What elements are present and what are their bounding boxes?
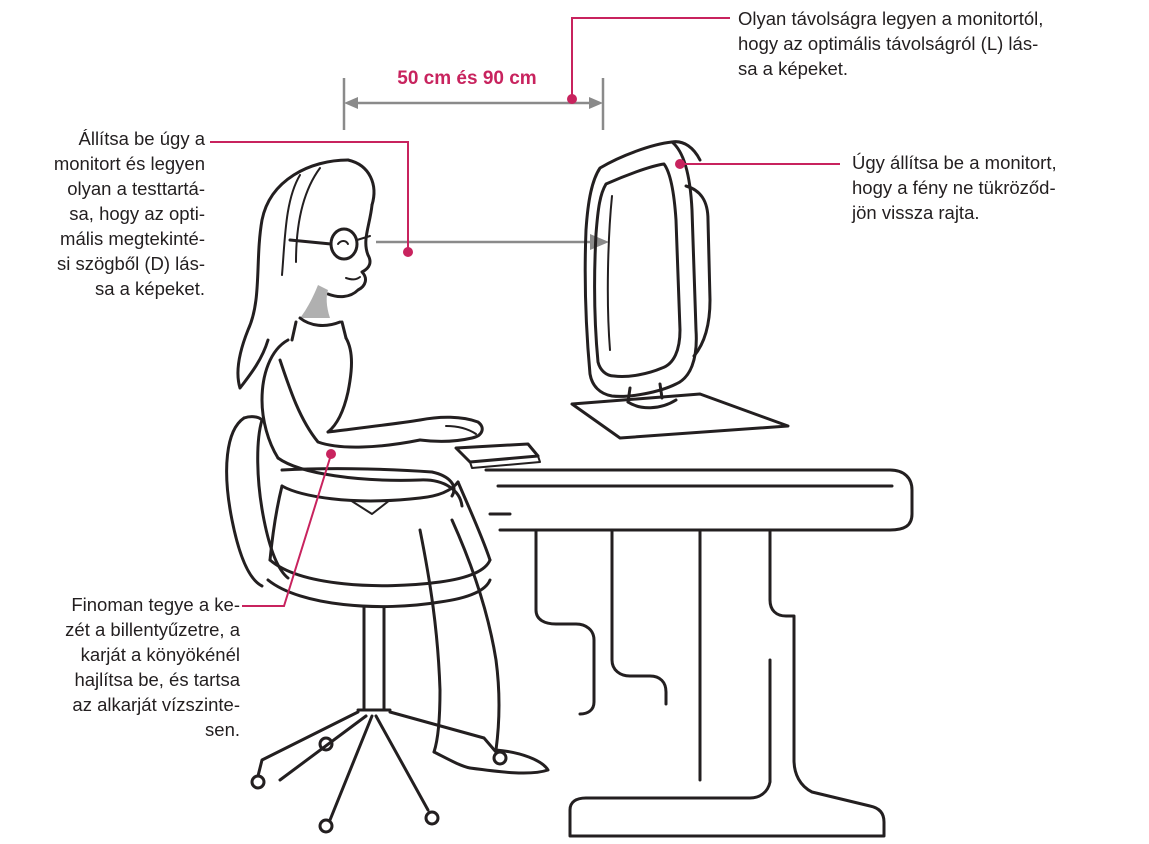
woman-figure (238, 160, 548, 773)
leader-distance (567, 18, 730, 104)
monitor (572, 142, 788, 438)
note-glare: Úgy állítsa be a monitort, hogy a fény n… (852, 150, 1142, 225)
sight-line-arrow (376, 234, 609, 250)
keyboard (456, 444, 540, 468)
leader-viewing-angle (210, 142, 413, 257)
note-viewing-distance: Olyan távolságra legyen a monitortól, ho… (738, 6, 1138, 81)
desk (486, 470, 912, 836)
distance-label: 50 cm és 90 cm (352, 68, 582, 90)
note-viewing-angle: Állítsa be úgy a monitort és legyen olya… (0, 126, 205, 301)
note-keyboard: Finoman tegye a ke- zét a billentyűzetre… (0, 592, 240, 742)
